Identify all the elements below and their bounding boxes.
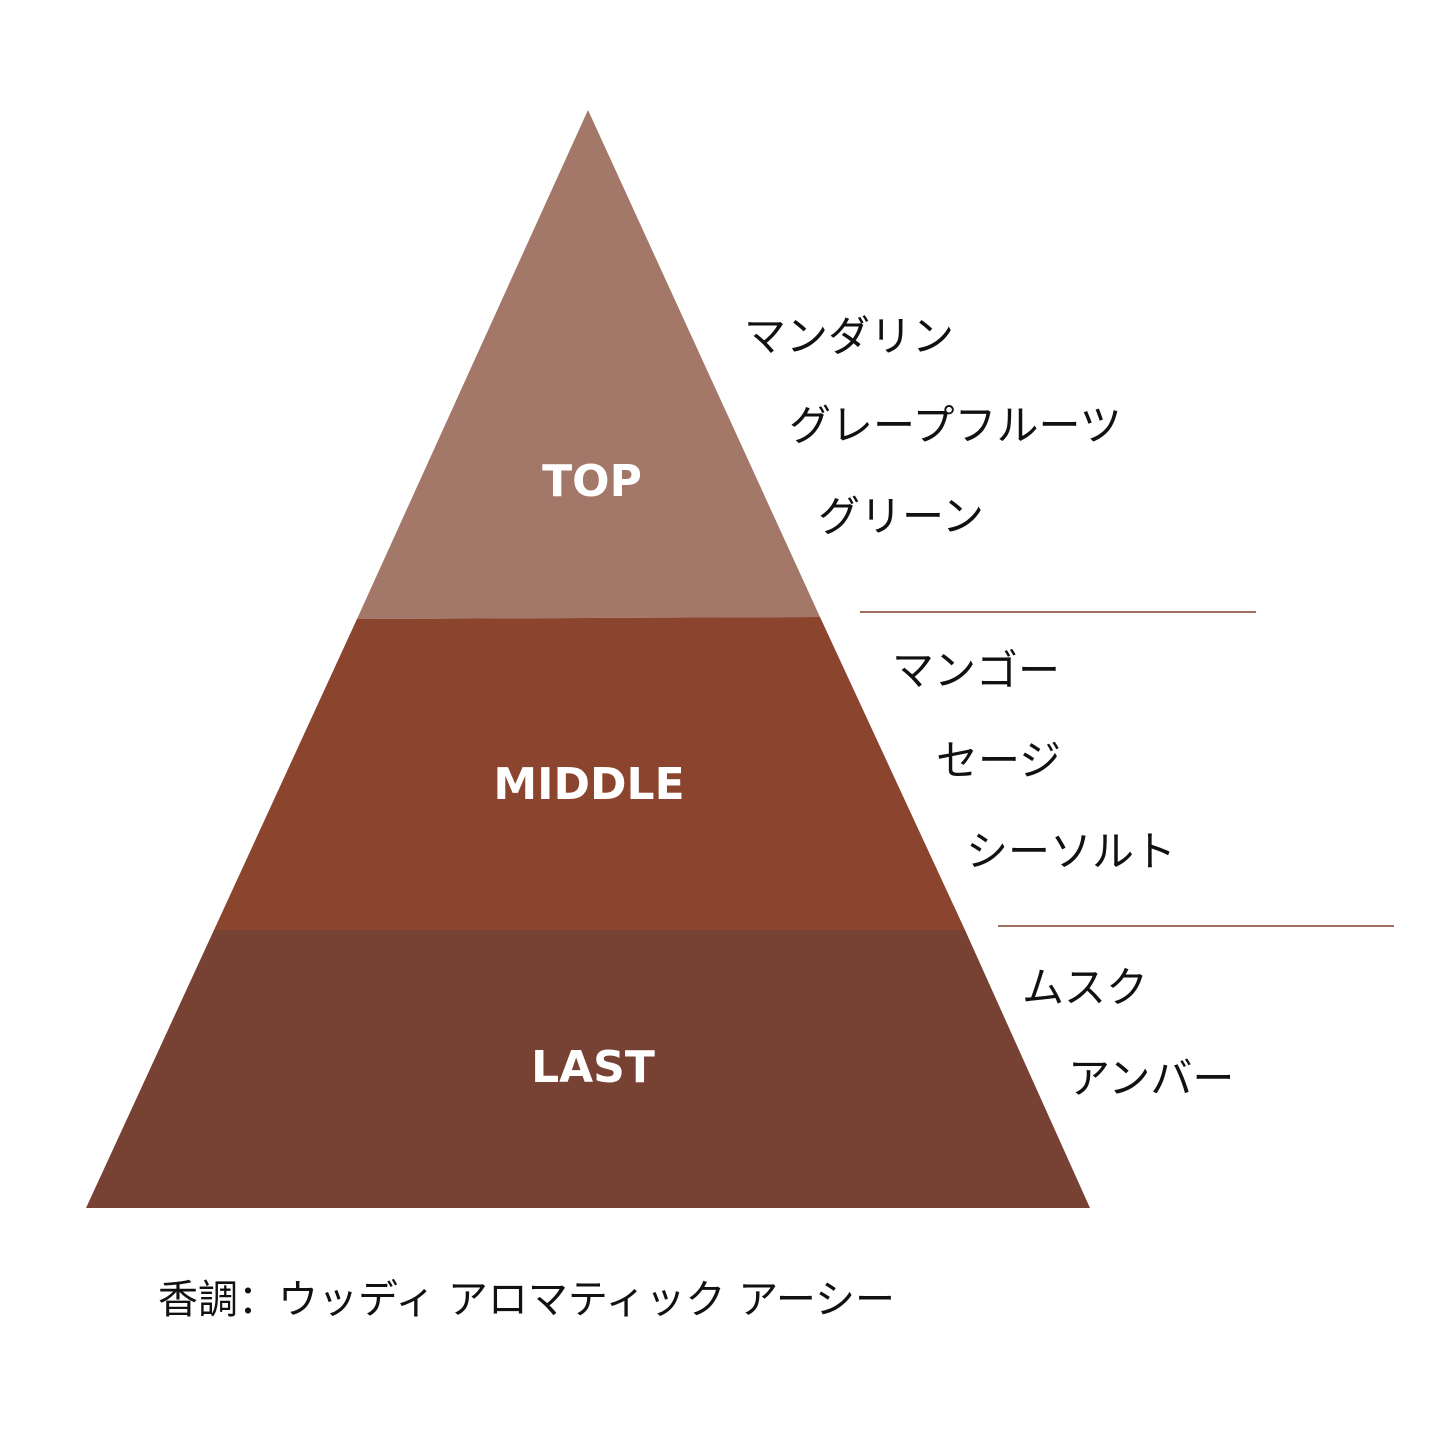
note-green: グリーン xyxy=(818,492,984,541)
note-mandarin: マンダリン xyxy=(744,312,955,361)
note-amber: アンバー xyxy=(1068,1054,1235,1103)
pyramid-tier-top xyxy=(357,110,820,619)
tier-label-top: TOP xyxy=(542,456,642,507)
note-sage: セージ xyxy=(936,736,1062,785)
note-musk: ムスク xyxy=(1022,963,1149,1012)
pyramid-tier-middle xyxy=(214,617,965,930)
pyramid-tier-last xyxy=(86,930,1090,1208)
tier-label-middle: MIDDLE xyxy=(493,759,684,810)
note-mango: マンゴー xyxy=(892,646,1061,695)
tier-label-last: LAST xyxy=(531,1042,655,1093)
fragrance-family-text: 香調：ウッディ アロマティック アーシー xyxy=(158,1277,896,1323)
note-sea-salt: シーソルト xyxy=(966,827,1177,876)
note-grapefruit: グレープフルーツ xyxy=(789,401,1122,450)
